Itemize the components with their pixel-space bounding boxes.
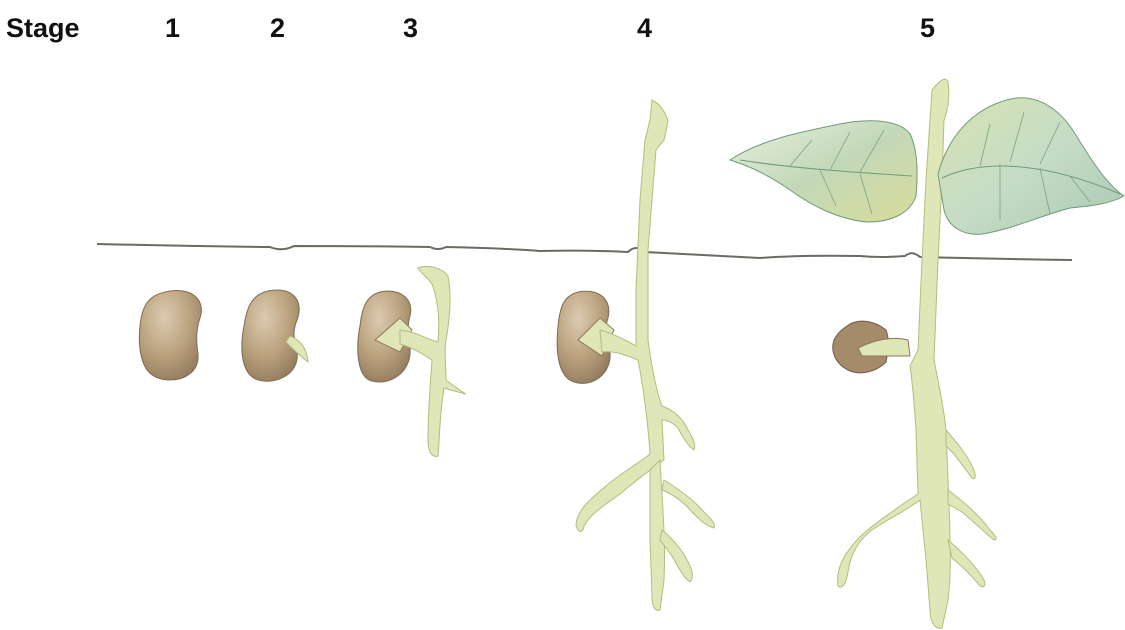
stage-4-seedling-icon xyxy=(557,100,714,610)
right-leaf-icon xyxy=(938,98,1124,234)
stage-5-seedling-icon xyxy=(730,79,1124,628)
stage-1-seed-icon xyxy=(139,291,201,380)
left-leaf-icon xyxy=(730,121,917,222)
stage-3-seedling-icon xyxy=(358,266,466,456)
stage-2-seed-icon xyxy=(242,290,308,381)
